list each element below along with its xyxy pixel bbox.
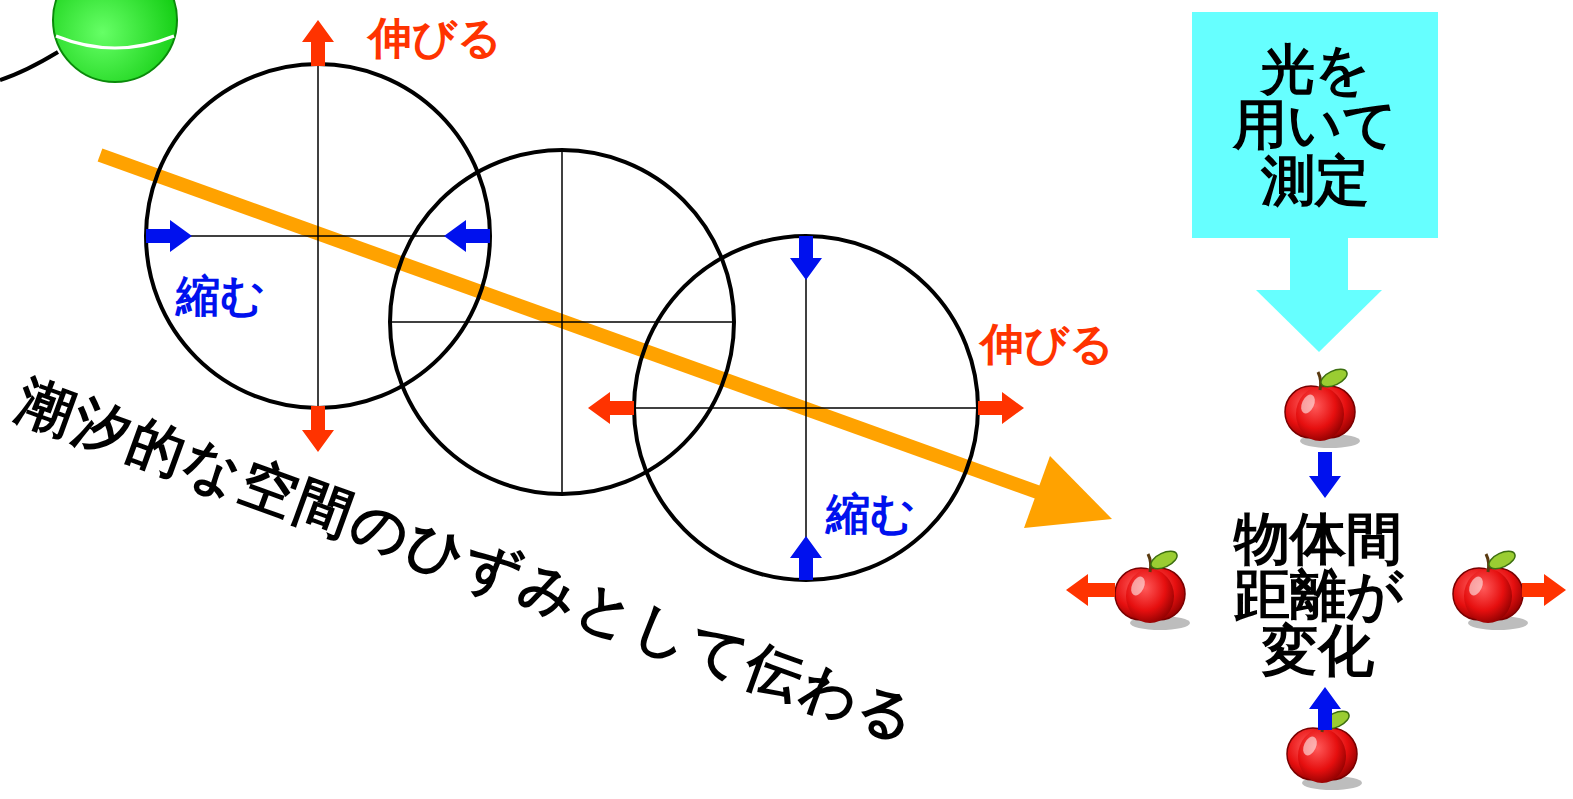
stretch-label: 伸びる <box>368 12 502 65</box>
stretch-arrow <box>1522 574 1566 606</box>
measure-box: 光を 用いて 測定 <box>1192 12 1438 238</box>
distance-label: 物体間 距離が 変化 <box>1234 511 1403 679</box>
propagation-label: 潮汐的な空間のひずみとして伝わる <box>8 365 927 754</box>
propagation-arrowhead <box>1024 456 1112 528</box>
squeeze-arrow <box>790 536 822 580</box>
squeeze-arrow <box>1309 687 1341 730</box>
squeeze-arrow <box>790 236 822 280</box>
measure-arrow-shaft <box>1290 236 1348 292</box>
crosshair <box>634 407 978 409</box>
squeeze-label: 縮む <box>176 270 265 323</box>
tether-line <box>0 52 58 80</box>
stretch-arrow <box>302 406 334 452</box>
ring <box>634 236 978 580</box>
ball-band <box>56 36 174 48</box>
apple-icon <box>1115 548 1190 630</box>
squeeze-arrow <box>146 220 192 252</box>
crosshair <box>390 321 734 323</box>
apple-icon <box>1285 366 1360 448</box>
stretch-arrow <box>1066 574 1115 606</box>
source-ball <box>53 0 177 82</box>
squeeze-arrow <box>444 220 490 252</box>
squeeze-label: 縮む <box>826 488 915 541</box>
stretch-arrow <box>978 392 1024 424</box>
stretch-arrow <box>302 20 334 66</box>
ring <box>390 150 734 494</box>
measure-arrowhead <box>1256 290 1382 352</box>
apple-icon <box>1453 548 1528 630</box>
stretch-label: 伸びる <box>980 318 1114 371</box>
node-text: 光を 用いて 測定 <box>1233 42 1397 207</box>
crosshair <box>146 235 490 237</box>
squeeze-arrow <box>1309 452 1341 498</box>
stretch-arrow <box>588 392 634 424</box>
ring <box>146 64 490 408</box>
